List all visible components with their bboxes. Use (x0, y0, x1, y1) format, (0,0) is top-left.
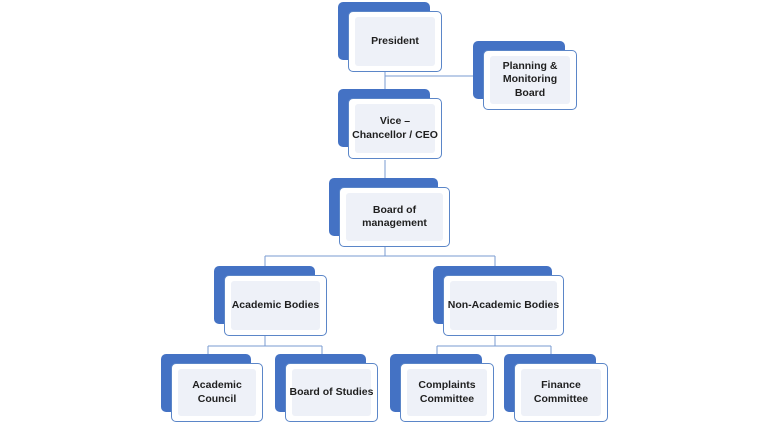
node-planning-board-label: Planning & Monitoring Board (502, 60, 558, 99)
node-academic-bodies: Academic Bodies (214, 266, 327, 336)
node-board-of-studies: Board of Studies (275, 354, 378, 422)
node-academic-council: Academic Council (161, 354, 263, 422)
node-president-label: President (371, 34, 419, 47)
node-finance-committee: Finance Committee (504, 354, 608, 422)
node-complaints-committee: Complaints Committee (390, 354, 494, 422)
node-finance-committee-label: Finance Committee (533, 379, 589, 405)
node-board-management: Board of management (329, 178, 450, 247)
node-non-academic-bodies-label: Non-Academic Bodies (447, 298, 560, 311)
node-board-management-label: Board of management (362, 203, 427, 229)
node-vice-chancellor-label: Vice – Chancellor / CEO (352, 115, 438, 141)
node-board-of-studies-label: Board of Studies (289, 385, 374, 398)
node-vice-chancellor: Vice – Chancellor / CEO (338, 89, 442, 159)
node-complaints-committee-label: Complaints Committee (418, 379, 476, 405)
node-president: President (338, 2, 442, 72)
node-non-academic-bodies: Non-Academic Bodies (433, 266, 564, 336)
node-academic-bodies-label: Academic Bodies (231, 298, 320, 311)
node-academic-council-label: Academic Council (192, 379, 242, 405)
node-planning-board: Planning & Monitoring Board (473, 41, 577, 110)
